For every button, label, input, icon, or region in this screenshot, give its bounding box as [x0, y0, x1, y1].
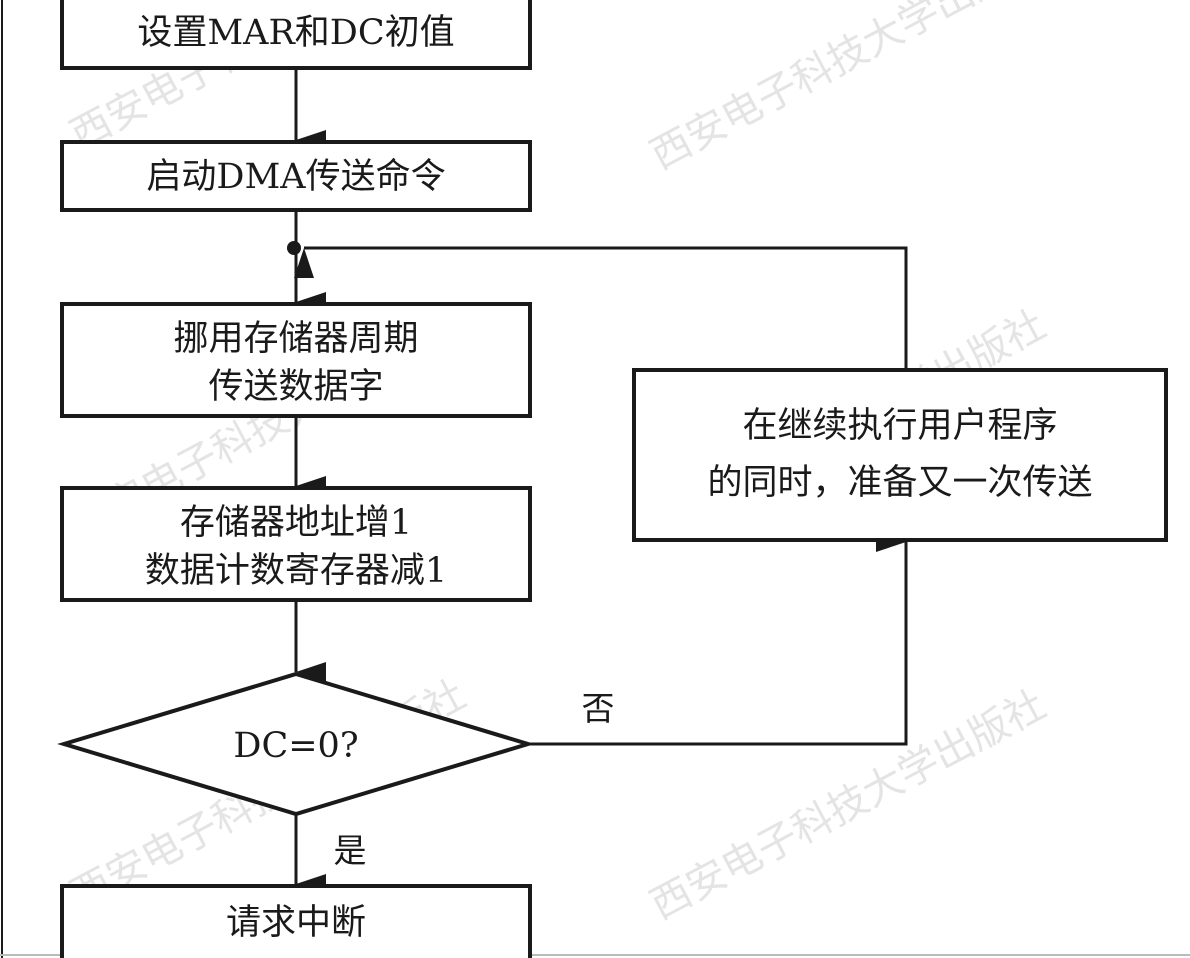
node-start-dma: 启动DMA传送命令 [60, 140, 532, 212]
node-check-dc: DC=0? [57, 671, 535, 817]
node-update-regs-line-1: 存储器地址增1 [180, 503, 412, 543]
node-request-interrupt-label: 请求中断 [226, 903, 366, 943]
edge-yes-label: 是 [334, 831, 367, 870]
node-continue-program-line-2: 的同时，准备又一次传送 [707, 463, 1092, 503]
node-set-initial: 设置MAR和DC初值 [60, 0, 532, 70]
node-continue-program: 在继续执行用户程序 的同时，准备又一次传送 [632, 368, 1168, 542]
node-start-dma-box [60, 140, 532, 212]
node-continue-program-box [632, 368, 1168, 542]
node-steal-cycle-line-2: 传送数据字 [208, 367, 383, 407]
node-update-regs-box [60, 486, 532, 602]
edge-no-label: 否 [582, 689, 615, 728]
node-request-interrupt: 请求中断 [60, 884, 532, 958]
node-steal-cycle-box [60, 302, 532, 418]
junction-dot [287, 241, 301, 255]
node-update-regs-line-2: 数据计数寄存器减1 [145, 551, 447, 591]
node-steal-cycle: 挪用存储器周期 传送数据字 [60, 302, 532, 418]
node-continue-program-line-1: 在继续执行用户程序 [742, 406, 1057, 446]
node-check-dc-label: DC=0? [233, 726, 358, 766]
watermark-6: 西安电子科技大学出版社 [643, 682, 1053, 929]
node-start-dma-label: 启动DMA传送命令 [146, 157, 445, 197]
node-set-initial-label: 设置MAR和DC初值 [137, 13, 454, 53]
node-update-regs: 存储器地址增1 数据计数寄存器减1 [60, 486, 532, 602]
edge-no-to-continue [528, 532, 908, 746]
watermark-2: 西安电子科技大学出版社 [643, 0, 1053, 179]
node-steal-cycle-line-1: 挪用存储器周期 [173, 319, 418, 359]
edge-loop-back [294, 246, 908, 370]
node-set-initial-box [60, 0, 532, 70]
node-request-interrupt-box [60, 884, 532, 958]
